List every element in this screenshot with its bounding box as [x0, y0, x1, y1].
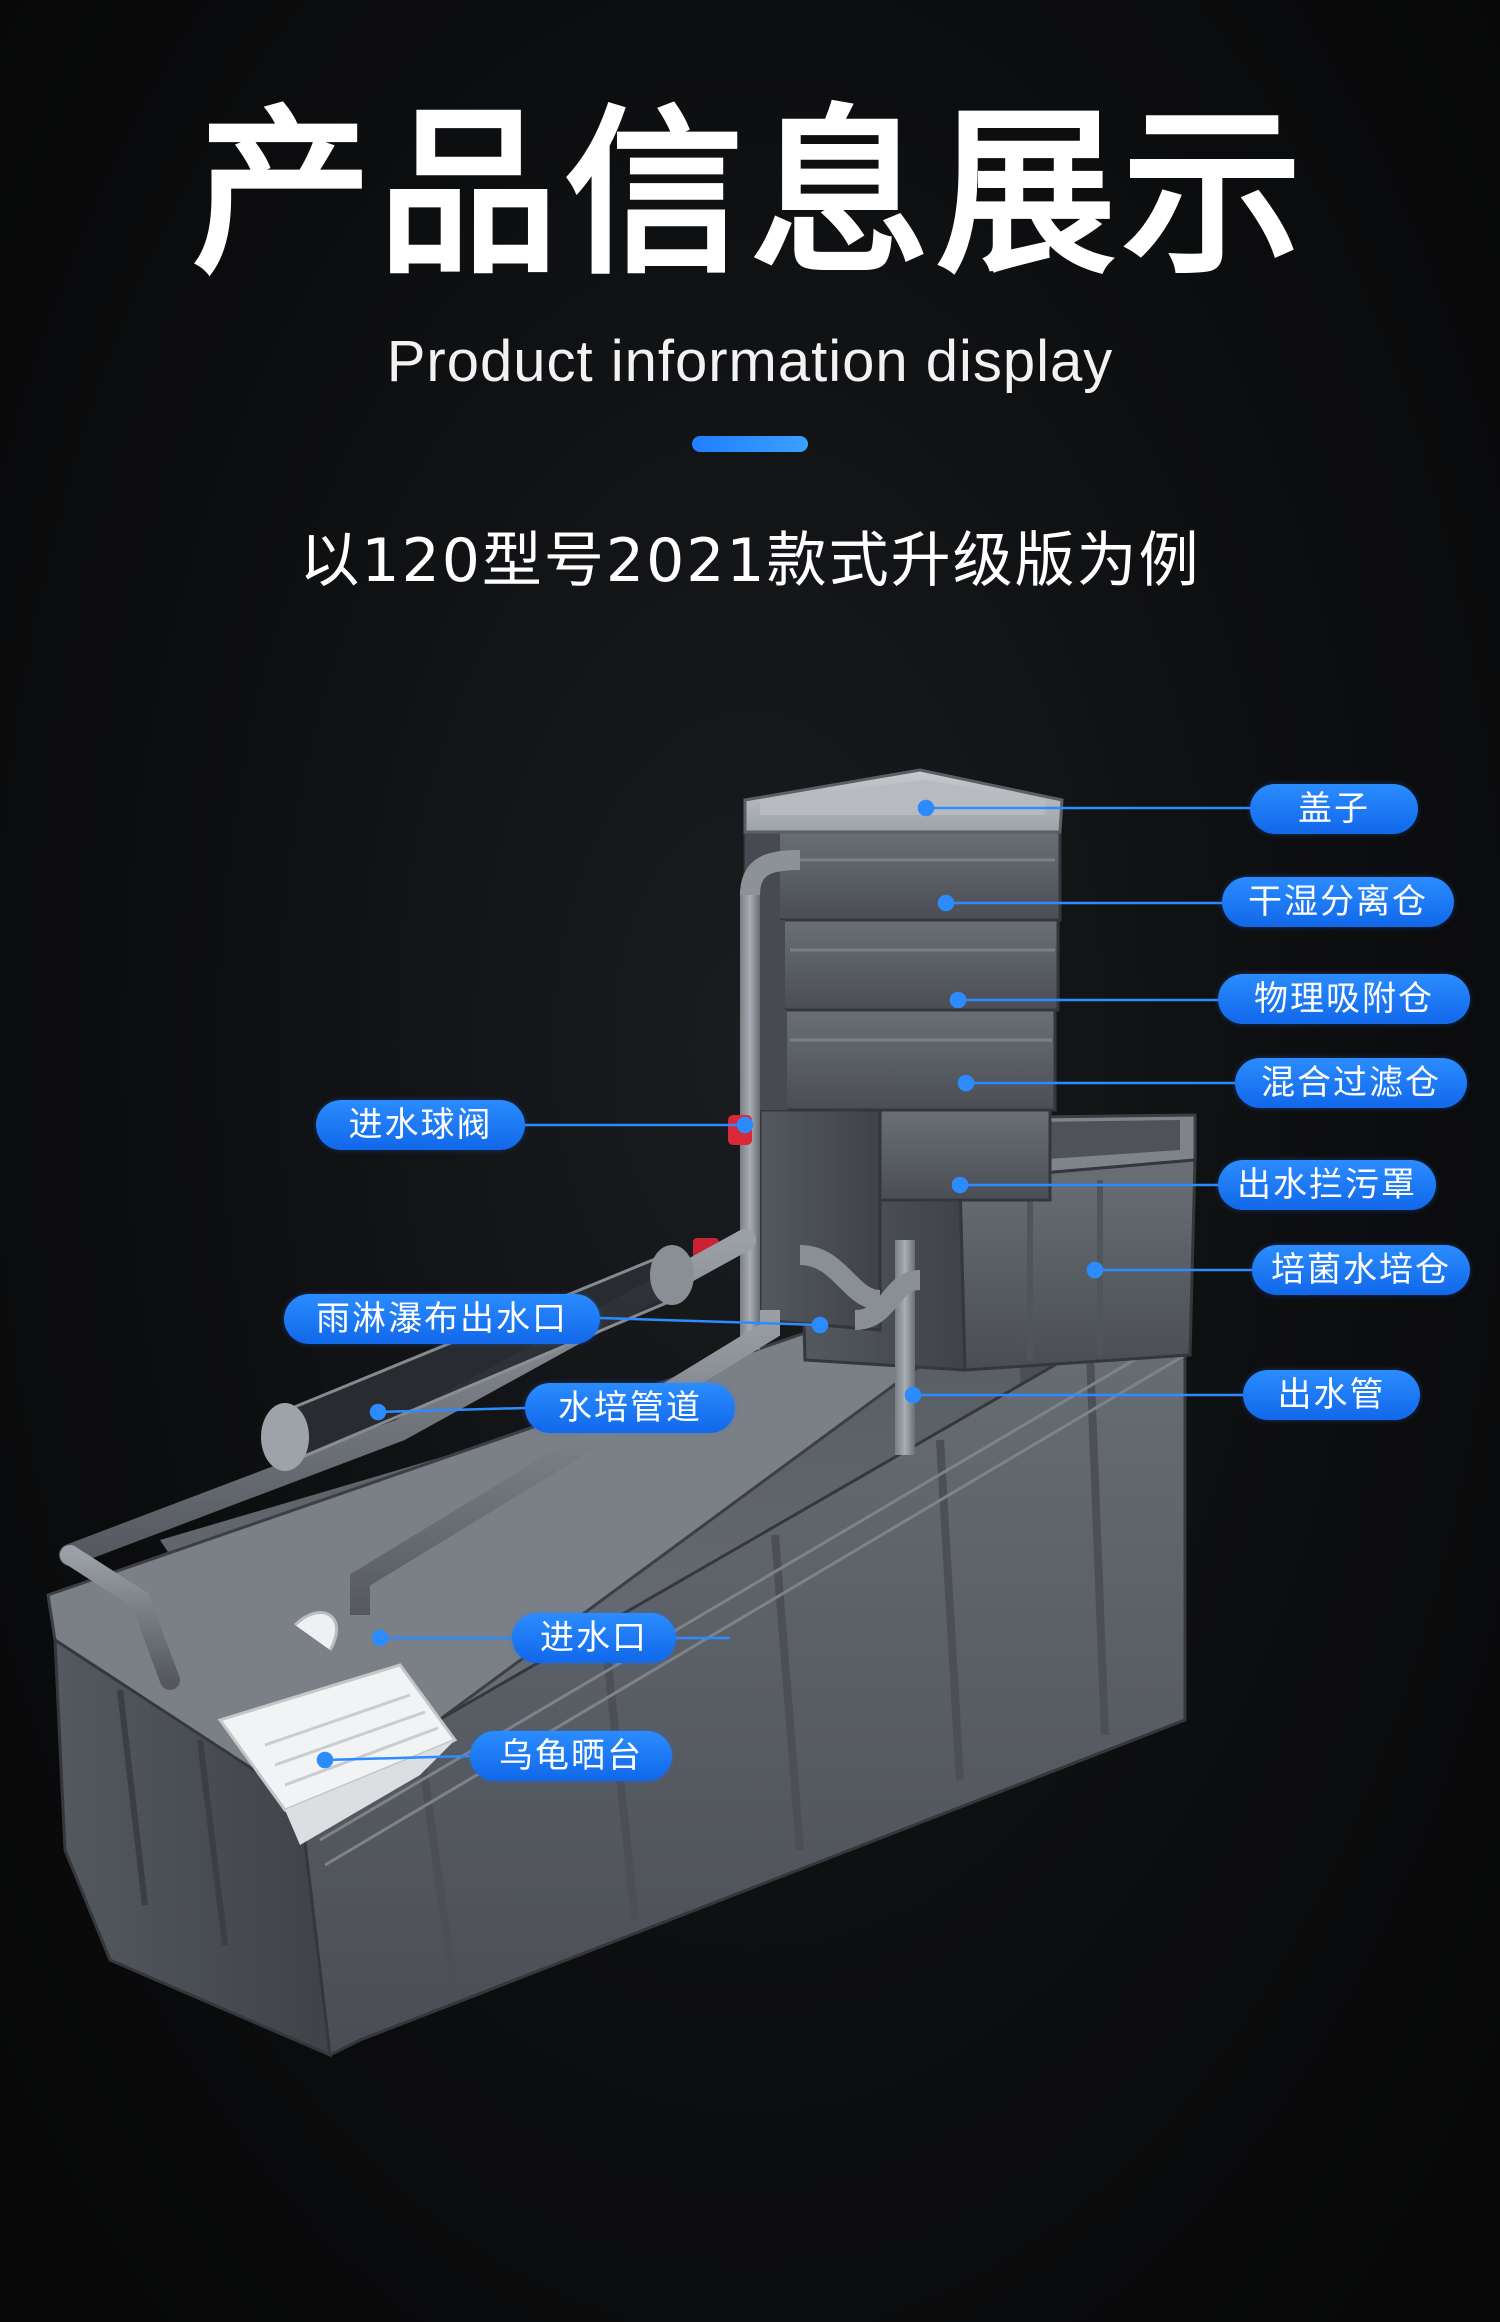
callout-water-inlet: 进水口: [512, 1613, 676, 1663]
callout-hydroponic-pipe: 水培管道: [525, 1383, 735, 1433]
basking-platform: [217, 1611, 458, 1845]
callout-lid: 盖子: [1250, 784, 1418, 834]
page-title-english: Product information display: [386, 329, 1114, 394]
page-subtitle: 以120型号2021款式升级版为例: [299, 526, 1201, 596]
callout-turtle-basking-platform: 乌龟晒台: [470, 1731, 672, 1781]
callout-inlet-ball-valve: 进水球阀: [316, 1100, 525, 1150]
callout-leaders: [316, 799, 1252, 1769]
callout-outlet-pipe: 出水管: [1243, 1370, 1420, 1420]
callout-bacteria-culture-chamber: 培菌水培仓: [1252, 1245, 1470, 1295]
callout-physical-adsorption-chamber: 物理吸附仓: [1218, 974, 1470, 1024]
title-accent-bar: [692, 436, 808, 452]
callout-mixed-filter-chamber: 混合过滤仓: [1235, 1058, 1467, 1108]
page-title: 产品信息展示: [191, 90, 1308, 299]
callout-rain-waterfall-outlet: 雨淋瀑布出水口: [284, 1294, 600, 1344]
callout-outlet-guard: 出水拦污罩: [1218, 1160, 1436, 1210]
callout-dry-wet-chamber: 干湿分离仓: [1222, 877, 1454, 927]
